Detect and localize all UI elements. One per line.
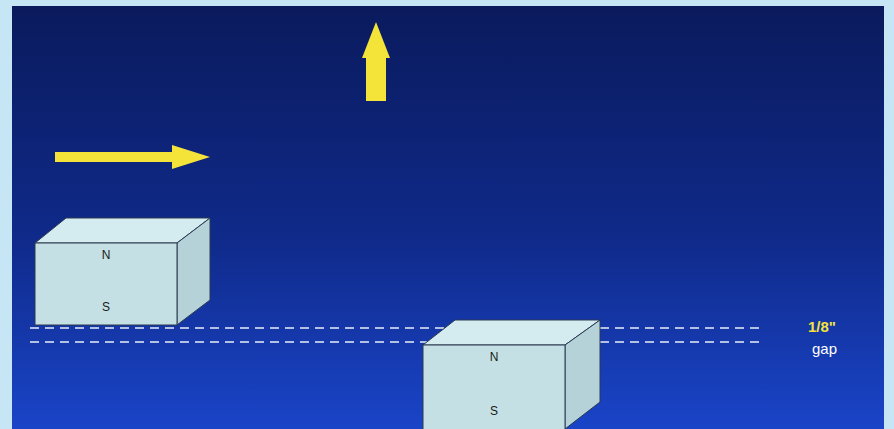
gap-line: [30, 327, 762, 328]
pole-label: S: [423, 405, 565, 417]
motion-arrow: [55, 145, 210, 169]
pole-label: S: [35, 301, 177, 313]
magnet-body: [423, 320, 600, 429]
gap-line: [30, 341, 762, 342]
dimension-label: 1/8": [808, 318, 836, 335]
magnet-block: NS: [423, 345, 565, 429]
magnet-block: NS: [35, 243, 177, 325]
lift-arrow: [362, 22, 390, 101]
pole-label: N: [35, 249, 177, 261]
dimension-note: gap: [812, 340, 837, 357]
pole-label: N: [423, 351, 565, 363]
magnet-body: [35, 218, 210, 325]
